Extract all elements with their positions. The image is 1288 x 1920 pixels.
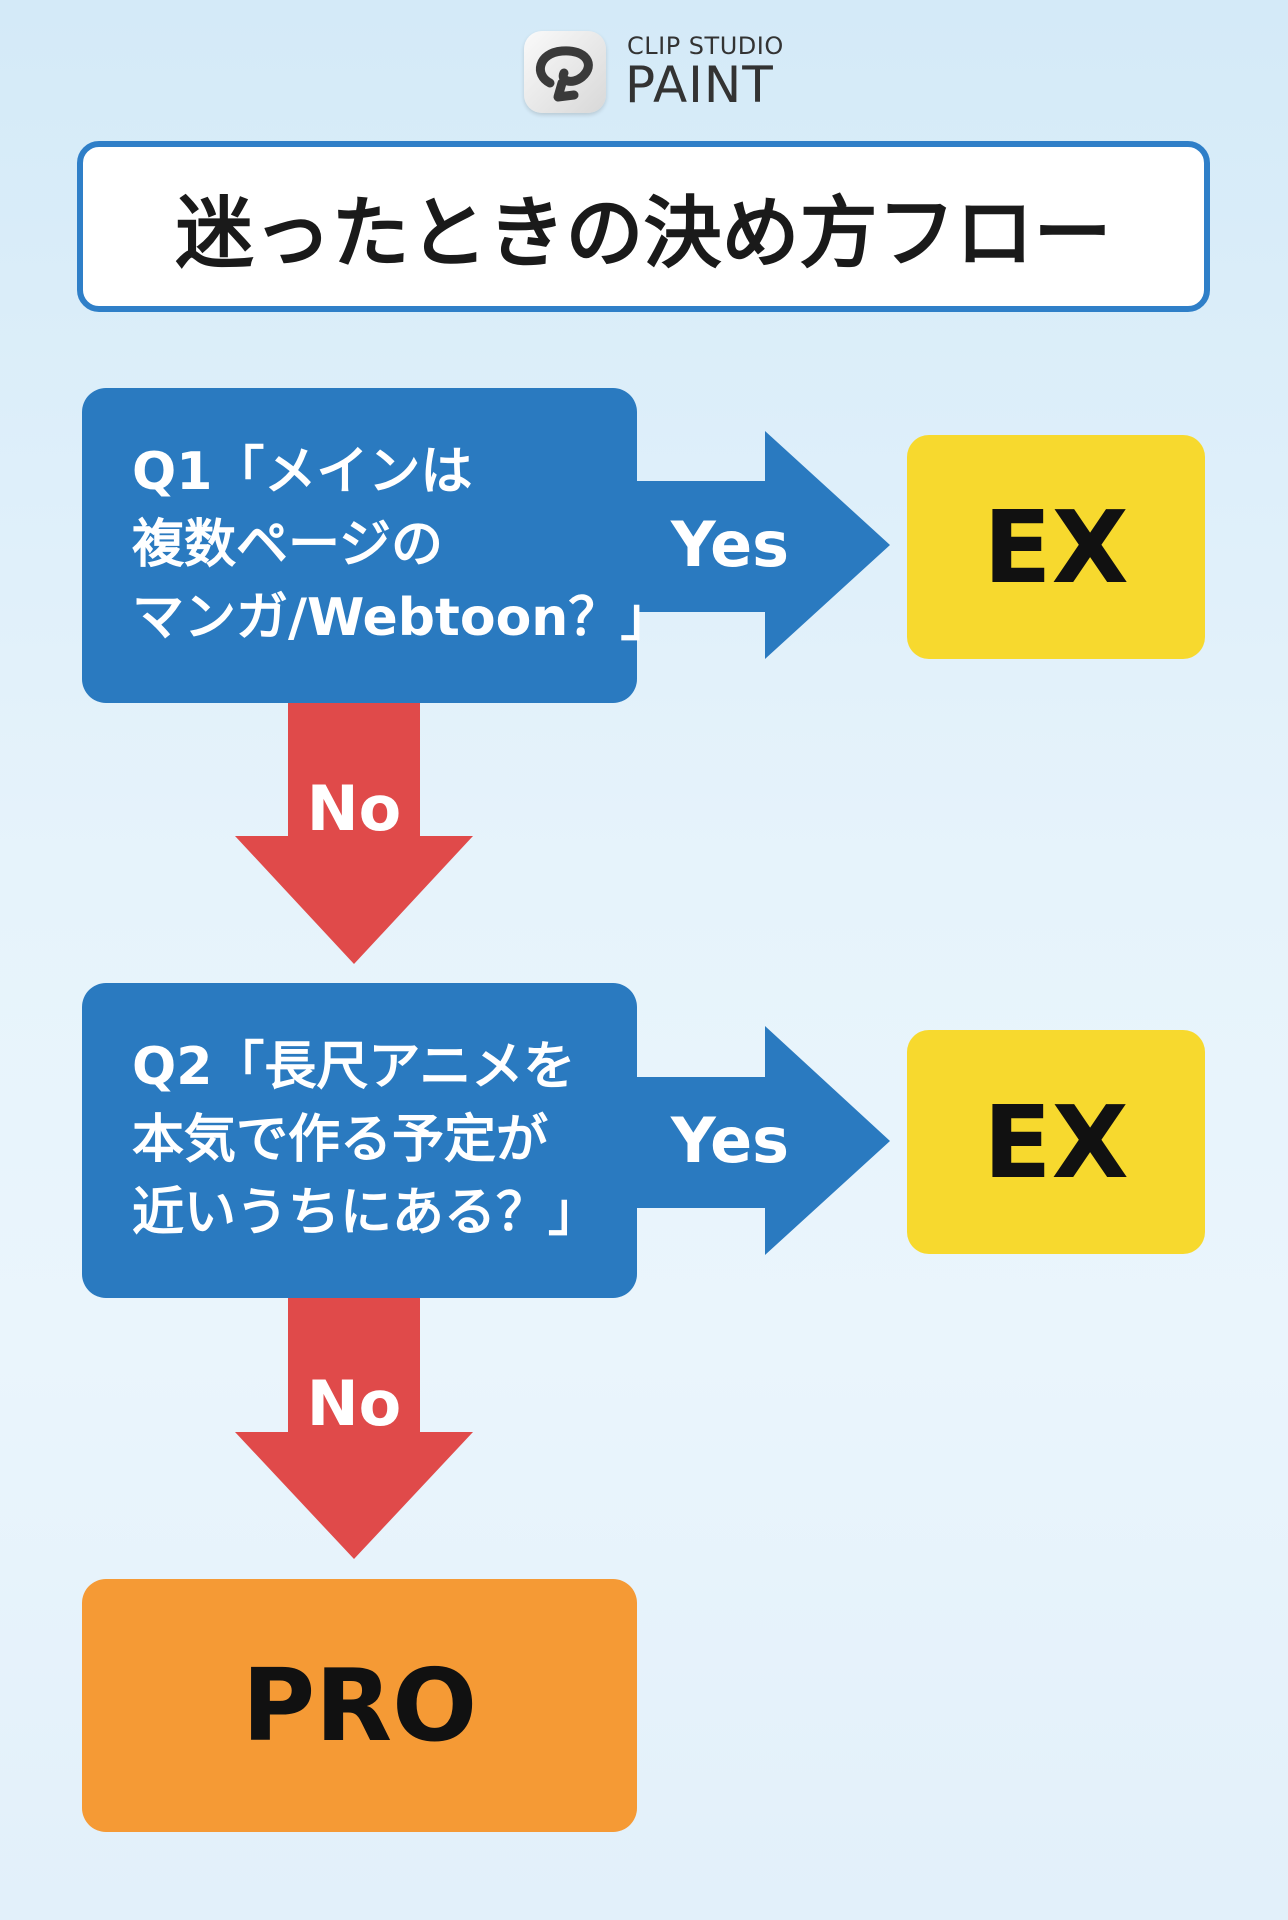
question-1-box: Q1「メインは 複数ページの マンガ/Webtoon？」	[82, 388, 673, 703]
question-2-line: Q2「長尺アニメを	[132, 1037, 576, 1097]
yes-label-2: Yes	[670, 1104, 790, 1177]
result-pro: PRO	[82, 1579, 637, 1832]
question-1-line: マンガ/Webtoon？」	[132, 588, 673, 648]
page-title: 迷ったときの決め方フロー	[77, 141, 1210, 312]
yes-arrow-2	[637, 1026, 890, 1255]
no-label-1: No	[306, 772, 402, 845]
no-arrow-2	[235, 1298, 473, 1559]
question-2-box: Q2「長尺アニメを 本気で作る予定が 近いうちにある？」	[82, 983, 637, 1298]
question-1-line: 複数ページの	[132, 515, 443, 575]
clip-studio-logo-icon	[524, 31, 606, 113]
no-label-2: No	[306, 1367, 402, 1440]
logo-text-paint: PAINT	[625, 56, 774, 114]
question-2-line: 近いうちにある？」	[132, 1183, 601, 1243]
result-ex-2: EX	[907, 1030, 1205, 1254]
yes-label-1: Yes	[670, 508, 790, 581]
result-ex-1: EX	[907, 435, 1205, 659]
logo-text-clip-studio: CLIP STUDIO	[627, 32, 784, 60]
yes-arrow-1	[637, 431, 890, 659]
question-2-line: 本気で作る予定が	[132, 1110, 549, 1170]
no-arrow-1	[235, 702, 473, 964]
question-1-line: Q1「メインは	[132, 442, 473, 502]
